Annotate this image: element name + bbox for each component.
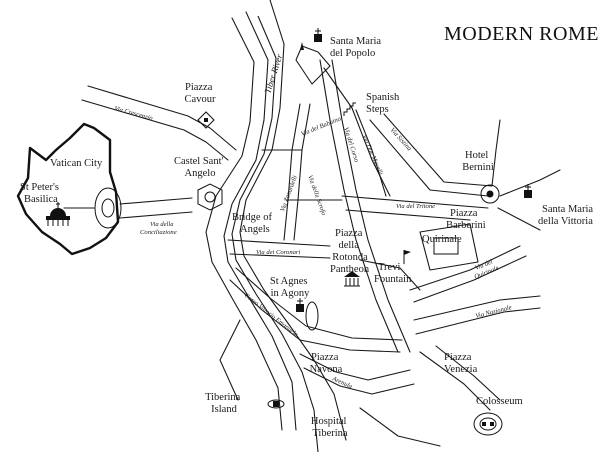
road-via-dei-coronari	[227, 239, 331, 247]
road-fori-imperiali	[419, 351, 491, 411]
road-via-del-corso-2	[331, 59, 411, 353]
tiber-river	[231, 15, 319, 452]
church-icon	[296, 298, 319, 331]
road-popolo-trident	[295, 45, 331, 85]
road-conciliazione	[119, 197, 193, 205]
road-via-arenula	[299, 353, 411, 381]
vatican-city-boundary	[16, 122, 120, 256]
road-bernini-north	[491, 119, 501, 187]
street-labels: Via Crescenzio Via della Conciliazione V…	[113, 105, 512, 390]
road-cross-5	[359, 407, 441, 447]
road-via-crescenzio-2	[81, 99, 229, 161]
square-marker-icon	[197, 111, 215, 129]
road-via-arenula-2	[303, 367, 415, 395]
road-via-dei-coronari-2	[229, 253, 331, 259]
road-via-nazionale-2	[415, 307, 541, 335]
street-via-del-tritone: Via del Tritone	[396, 203, 435, 210]
label-piazza-della-rotonda: Piazza della Rotonda	[332, 228, 368, 263]
label-bridge-of-angels: Bridge of Angels	[232, 212, 275, 235]
road-bernini-southeast	[497, 207, 541, 231]
label-piazza-navona: Piazza Navona	[310, 352, 343, 375]
label-piazza-cavour: Piazza Cavour	[185, 82, 216, 105]
colosseum-icon	[473, 412, 503, 436]
street-via-sistina: Via Sistina	[389, 127, 414, 153]
road-via-sistina	[369, 119, 489, 197]
road-via-crescenzio	[87, 85, 237, 151]
street-arenula: Arenula	[330, 375, 354, 391]
street-via-crescenzio: Via Crescenzio	[113, 105, 154, 122]
label-vatican-city: Vatican City	[50, 158, 103, 169]
street-via-della-conciliazione: Via della Conciliazione	[140, 221, 177, 236]
road-via-del-tritone-2	[345, 209, 471, 221]
road-bernini-east	[499, 169, 561, 197]
road-via-del-quirinale-2	[413, 255, 527, 303]
road-via-del-tritone	[341, 195, 489, 209]
obelisk-icon	[300, 42, 304, 50]
castel-sant-angelo-icon	[197, 183, 223, 211]
st-peters-square-icon	[63, 187, 122, 229]
street-via-del-corso: Via del Corso	[342, 126, 360, 163]
label-piazza-barberini: Piazza Barberini	[446, 208, 486, 231]
road-via-nazionale	[413, 295, 541, 321]
label-piazza-venezia: Piazza Venezia	[444, 352, 478, 375]
road-via-della-scrofa-2	[293, 103, 311, 241]
road-via-del-quirinale	[409, 245, 521, 291]
label-hospital-tiberina: Hospital Tiberina	[311, 416, 349, 439]
dome-icon	[46, 202, 70, 226]
road-cross-3	[359, 259, 421, 291]
road-lungotevere-west-2	[223, 11, 297, 431]
label-trevi-fountain: Trevi Fountain	[374, 262, 412, 285]
road-quirinale-block	[419, 223, 479, 271]
street-via-dei-coronari: Via dei Coronari	[256, 249, 300, 256]
label-pantheon: Pantheon	[330, 264, 370, 275]
temple-icon	[344, 271, 360, 287]
fountain-circle-icon	[480, 184, 500, 204]
label-santa-maria-del-popolo: Santa Maria del Popolo	[330, 36, 384, 59]
road-corso-vittorio-2	[235, 267, 403, 341]
road-fori-imperiali-2	[435, 345, 501, 401]
road-network	[81, 0, 561, 447]
hospital-icon	[267, 399, 285, 409]
map-title: MODERN ROME	[444, 23, 599, 45]
label-hotel-bernini: Hotel Bernini	[462, 150, 494, 173]
road-cross-4	[219, 319, 241, 401]
label-st-agnes-in-agony: St Agnes in Agony	[270, 276, 310, 299]
label-spanish-steps: Spanish Steps	[366, 92, 402, 115]
road-conciliazione-2	[119, 211, 193, 219]
road-via-due-macelli	[355, 109, 387, 197]
label-quirinale: Quirinale	[422, 234, 462, 245]
road-via-del-corso	[319, 59, 399, 353]
steps-icon	[343, 102, 356, 116]
landmark-labels: Santa Maria del Popolo Piazza Cavour Spa…	[20, 36, 596, 439]
street-via-nazionale: Via Nazionale	[475, 304, 513, 320]
road-via-della-scrofa	[283, 103, 301, 241]
road-lungotevere-east	[239, 0, 347, 441]
label-tiberina-island: Tiberina Island	[205, 392, 243, 415]
street-via-della-scrofa: Via della Scrofa	[306, 174, 327, 217]
palace-icon	[433, 237, 459, 255]
church-icon	[314, 28, 322, 42]
street-via-del-quirinale: Via del Quirinale	[470, 257, 499, 281]
label-colosseum: Colosseum	[476, 396, 523, 407]
street-via-due-macelli: Via Due Macelli	[360, 134, 384, 176]
label-castel-sant-angelo: Castel Sant' Angelo	[174, 156, 226, 179]
church-icon	[524, 184, 532, 198]
road-corso-vittorio	[229, 279, 401, 353]
road-lungotevere-west	[205, 17, 283, 431]
road-via-sistina-2	[383, 113, 493, 187]
label-st-peters-basilica: St Peter's Basilica	[20, 182, 62, 205]
label-santa-maria-della-vittoria: Santa Maria della Vittoria	[538, 204, 596, 227]
flag-icon	[403, 250, 411, 264]
